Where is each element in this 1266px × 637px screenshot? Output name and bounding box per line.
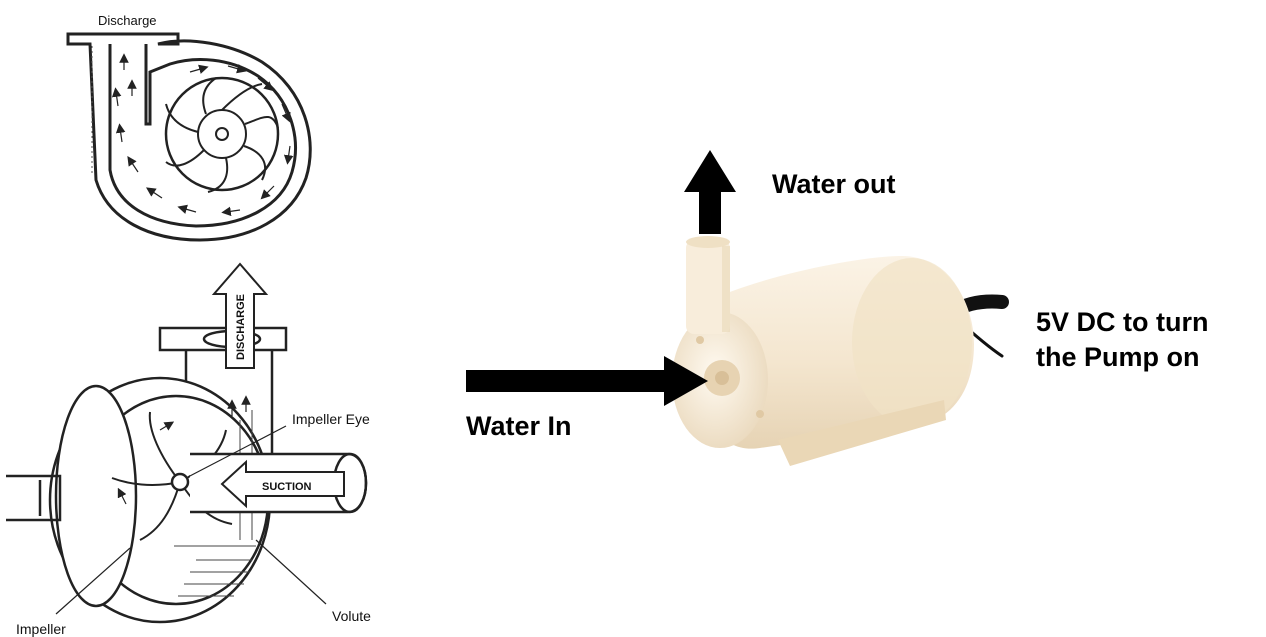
cutaway-pump: DISCHARGE SU	[6, 264, 366, 622]
pump-inlet-hole	[715, 371, 729, 385]
mini-water-pump	[672, 236, 1002, 466]
impeller-hub	[216, 128, 228, 140]
discharge-top-label: Discharge	[98, 13, 157, 28]
water-out-label: Water out	[772, 169, 896, 199]
water-out-arrow	[684, 150, 736, 234]
water-in-label: Water In	[466, 411, 572, 441]
volute-label: Volute	[332, 608, 371, 624]
volute-casing-inner	[110, 44, 295, 226]
volute-cross-section: Discharge	[68, 13, 310, 240]
water-in-arrow	[466, 356, 708, 406]
impeller-disc	[166, 78, 278, 190]
power-label-line1: 5V DC to turn	[1036, 307, 1209, 337]
suction-arrow-label: SUCTION	[262, 481, 312, 493]
impeller-eye-label: Impeller Eye	[292, 411, 370, 427]
impeller-eye	[172, 474, 188, 490]
power-label-line2: the Pump on	[1036, 342, 1200, 372]
discharge-arrow-label: DISCHARGE	[235, 294, 247, 360]
impeller-label: Impeller	[16, 621, 66, 637]
volute-casing-outer	[68, 34, 310, 240]
